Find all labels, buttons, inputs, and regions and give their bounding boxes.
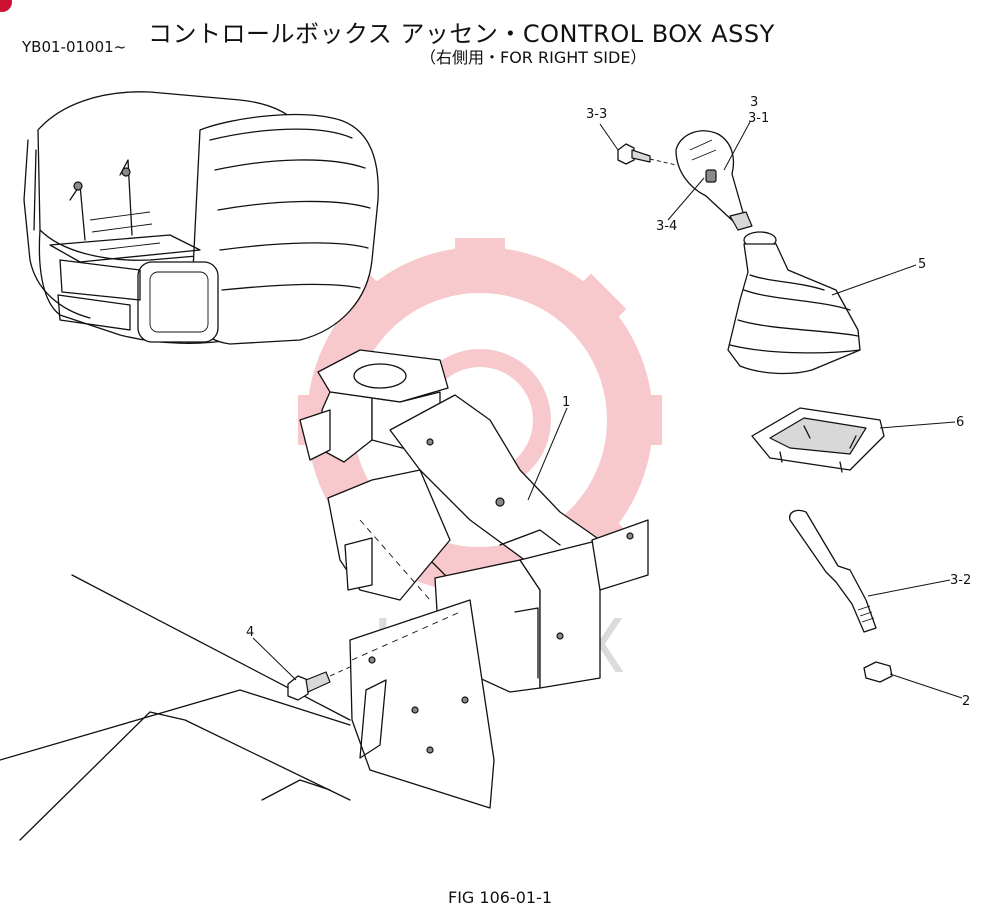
page-title: コントロールボックス アッセン・CONTROL BOX ASSY xyxy=(148,20,775,48)
seat-assembly-drawing xyxy=(23,91,379,345)
corner-badge xyxy=(0,0,12,12)
assembly-line-panel xyxy=(359,519,431,601)
assembly-line-bolt xyxy=(351,611,461,661)
callout-3-3: 3-3 xyxy=(586,107,607,122)
part-2-nut xyxy=(863,661,893,683)
callout-4: 4 xyxy=(246,625,254,640)
callout-2: 2 xyxy=(962,694,970,709)
part-3-3-screw xyxy=(617,143,677,166)
serial-number: YB01-01001~ xyxy=(22,38,127,56)
figure-number: FIG 106-01-1 xyxy=(447,888,553,907)
callout-1: 1 xyxy=(562,395,570,410)
callout-3-1: 3-1 xyxy=(748,111,769,126)
page-subtitle: （右側用・FOR RIGHT SIDE） xyxy=(420,48,647,67)
leader-lines xyxy=(527,121,963,699)
part-3-knob xyxy=(675,130,753,231)
part-3-2-lever xyxy=(789,509,877,633)
part-4-bolt xyxy=(287,665,353,701)
callout-3: 3 xyxy=(750,95,758,110)
callout-6: 6 xyxy=(956,415,964,430)
leader-4 xyxy=(252,637,297,681)
callout-5: 5 xyxy=(918,257,926,272)
mounting-panel xyxy=(349,599,495,809)
callout-3-4: 3-4 xyxy=(656,219,677,234)
part-5-boot xyxy=(727,231,861,375)
floor-outline xyxy=(0,574,351,841)
callout-3-2: 3-2 xyxy=(950,573,971,588)
part-6-bezel xyxy=(751,407,885,473)
